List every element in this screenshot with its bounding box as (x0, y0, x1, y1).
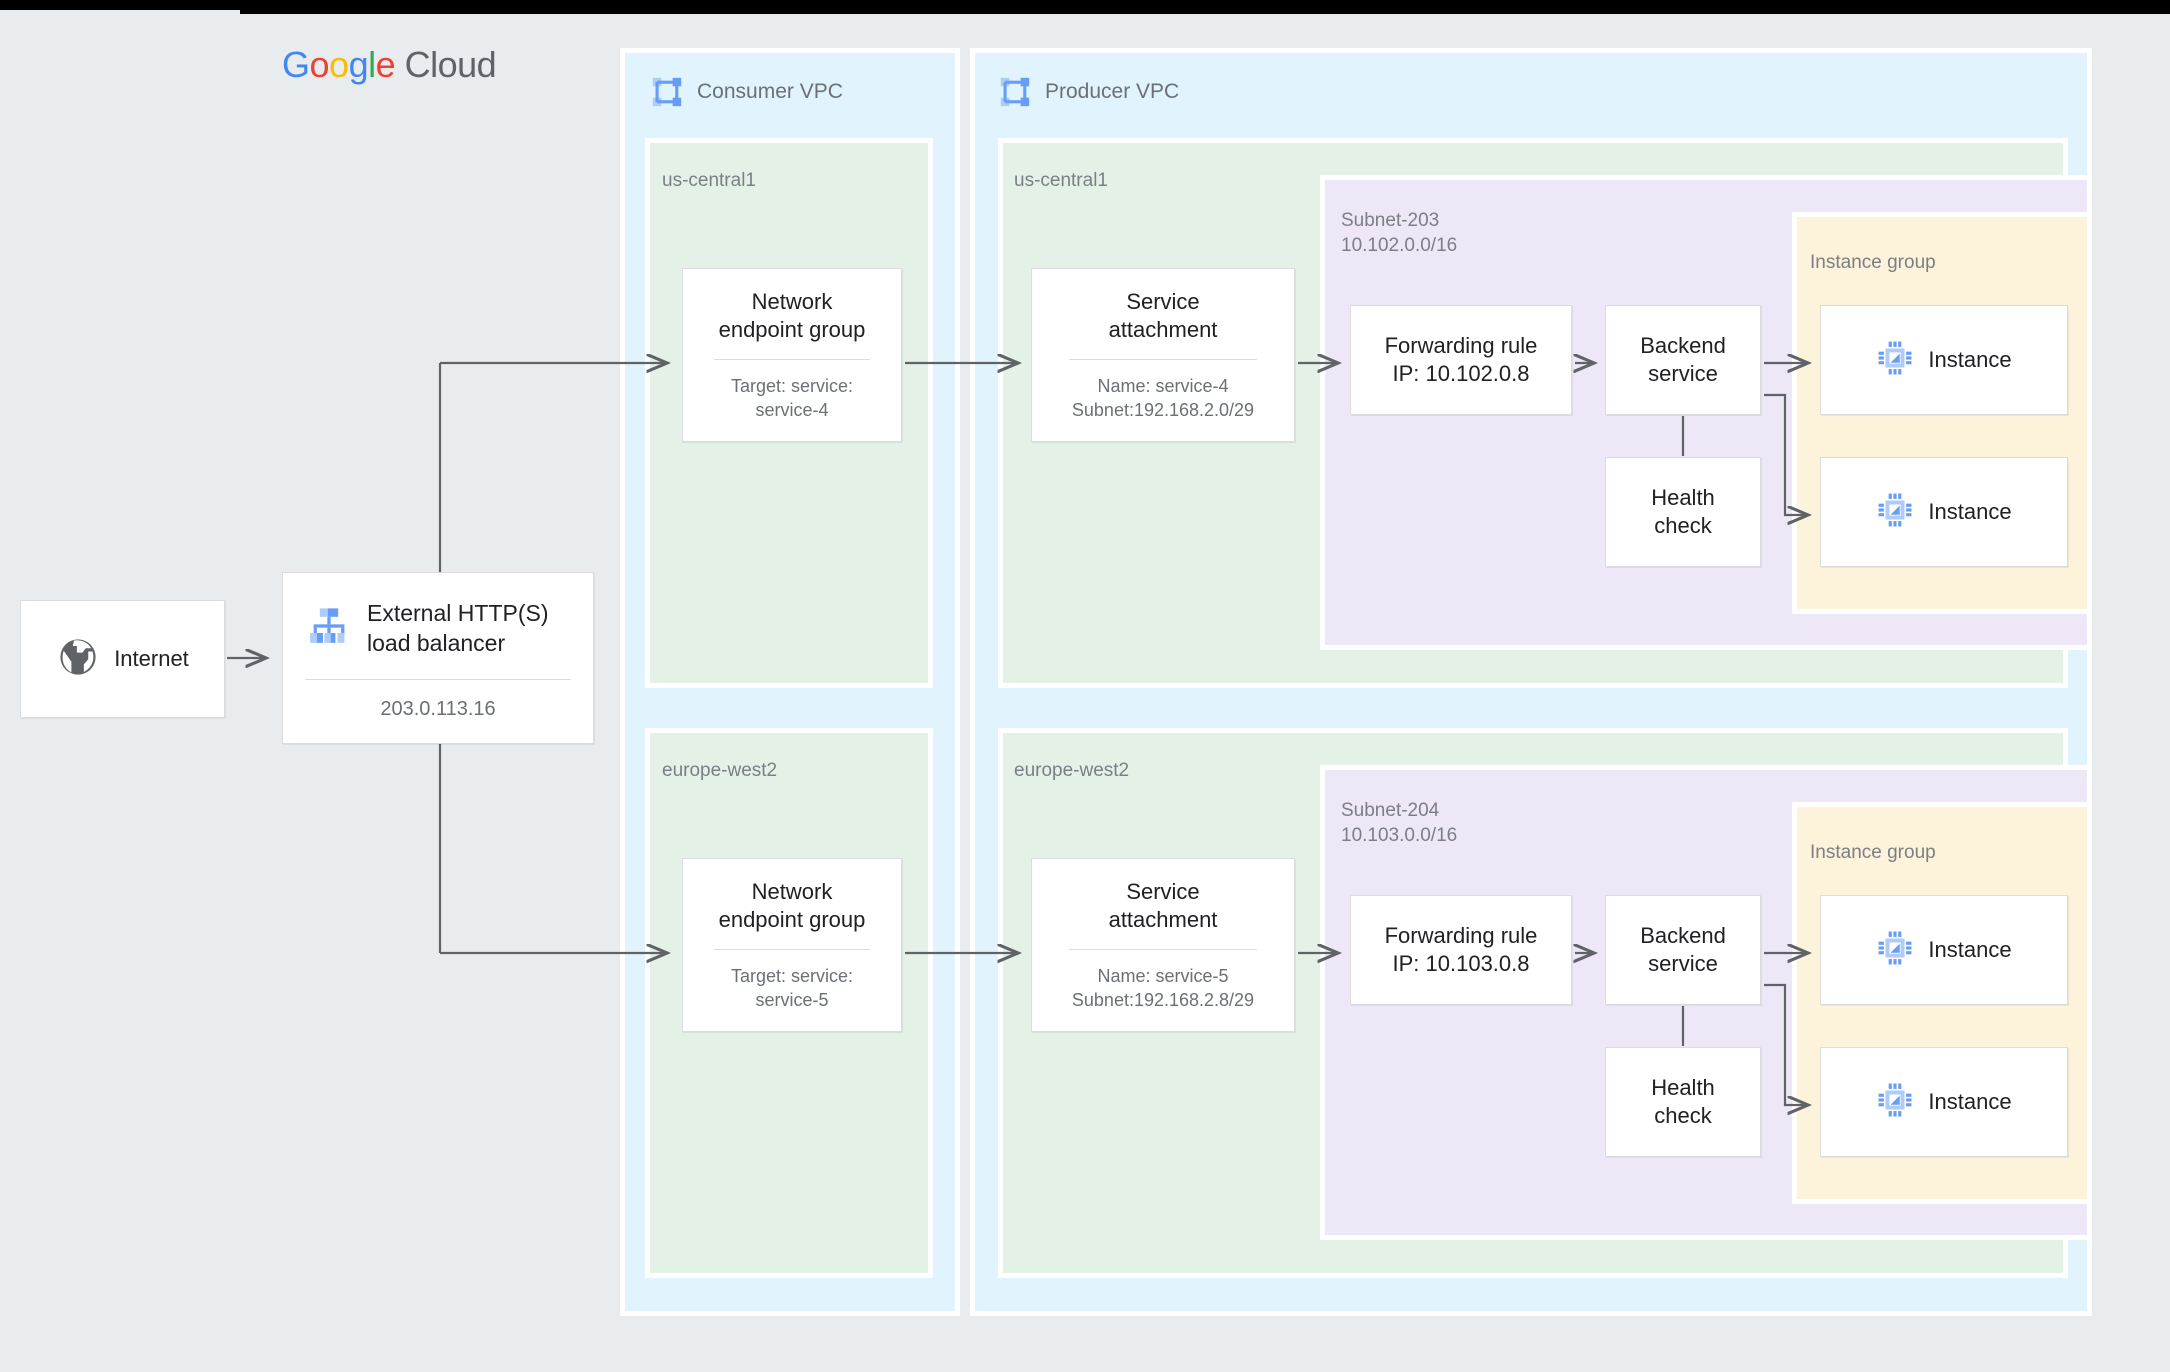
neg-title-europe-west2: Network endpoint group (718, 879, 866, 933)
service-attachment-subtitle-europe-west2: Name: service-5 Subnet:192.168.2.8/29 (1071, 965, 1255, 1010)
backend-service-title-europe-west2: Backend service (1640, 922, 1726, 976)
internet-label: Internet (114, 646, 189, 671)
health-check-europe-west2[interactable]: Health check (1605, 1047, 1761, 1157)
neg-title-us-central1: Network endpoint group (718, 289, 866, 343)
cpu-instance-icon (1876, 339, 1914, 382)
forwarding-rule-title-us-central1: Forwarding rule IP: 10.102.0.8 (1384, 332, 1538, 386)
vpc-icon (650, 75, 684, 114)
neg-subtitle-europe-west2: Target: service: service-5 (730, 965, 854, 1010)
top-black-bar-extension (240, 0, 2170, 14)
internet-node[interactable]: Internet (20, 600, 225, 718)
backend-service-title-us-central1: Backend service (1640, 332, 1726, 386)
instance-2-us-central1[interactable]: Instance (1820, 457, 2068, 567)
backend-service-europe-west2[interactable]: Backend service (1605, 895, 1761, 1005)
forwarding-rule-europe-west2[interactable]: Forwarding rule IP: 10.103.0.8 (1350, 895, 1572, 1005)
service-attachment-us-central1[interactable]: Service attachment Name: service-4 Subne… (1031, 268, 1295, 442)
health-check-title-europe-west2: Health check (1651, 1074, 1715, 1128)
instance-2-label-europe-west2: Instance (1928, 1089, 2012, 1114)
consumer-region-us-central1-label: us-central1 (662, 170, 756, 191)
cpu-instance-icon (1876, 929, 1914, 972)
network-endpoint-group-europe-west2[interactable]: Network endpoint group Target: service: … (682, 858, 902, 1032)
producer-region-europe-west2-label: europe-west2 (1014, 760, 1130, 781)
instance-2-label-us-central1: Instance (1928, 499, 2012, 524)
service-attachment-europe-west2[interactable]: Service attachment Name: service-5 Subne… (1031, 858, 1295, 1032)
health-check-title-us-central1: Health check (1651, 484, 1715, 538)
subnet-203-label: Subnet-203 10.102.0.0/16 (1341, 210, 1458, 257)
logo-word-cloud: Cloud (395, 44, 497, 85)
service-attachment-subtitle-us-central1: Name: service-4 Subnet:192.168.2.0/29 (1071, 375, 1255, 420)
producer-vpc-title: Producer VPC (1045, 80, 1180, 103)
network-endpoint-group-us-central1[interactable]: Network endpoint group Target: service: … (682, 268, 902, 442)
google-cloud-logo: Google Cloud (282, 44, 497, 86)
logo-letter-g: G (282, 44, 310, 85)
load-balancer-divider (304, 678, 572, 680)
forwarding-rule-us-central1[interactable]: Forwarding rule IP: 10.102.0.8 (1350, 305, 1572, 415)
forwarding-rule-title-europe-west2: Forwarding rule IP: 10.103.0.8 (1384, 922, 1538, 976)
load-balancer-icon (307, 604, 351, 653)
instance-2-europe-west2[interactable]: Instance (1820, 1047, 2068, 1157)
service-attachment-divider-us-central1 (1068, 358, 1258, 360)
subnet-204-label: Subnet-204 10.103.0.0/16 (1341, 800, 1458, 847)
cpu-instance-icon (1876, 1081, 1914, 1124)
instance-1-label-europe-west2: Instance (1928, 937, 2012, 962)
instance-1-us-central1[interactable]: Instance (1820, 305, 2068, 415)
neg-divider-us-central1 (713, 358, 871, 360)
globe-icon (56, 635, 100, 684)
logo-letter-g2: g (348, 44, 369, 85)
instance-1-europe-west2[interactable]: Instance (1820, 895, 2068, 1005)
service-attachment-title-europe-west2: Service attachment (1108, 879, 1218, 933)
external-http-load-balancer-node[interactable]: External HTTP(S) load balancer 203.0.113… (282, 572, 594, 744)
load-balancer-ip: 203.0.113.16 (380, 697, 496, 720)
neg-subtitle-us-central1: Target: service: service-4 (730, 375, 854, 420)
neg-divider-europe-west2 (713, 948, 871, 950)
service-attachment-title-us-central1: Service attachment (1108, 289, 1218, 343)
consumer-region-europe-west2-label: europe-west2 (662, 760, 778, 781)
vpc-icon (998, 75, 1032, 114)
instance-group-label-us-central1: Instance group (1810, 252, 1936, 273)
logo-letter-o2: o (329, 44, 349, 85)
consumer-vpc-title: Consumer VPC (697, 80, 843, 103)
logo-letter-e: e (375, 44, 396, 85)
logo-letter-o1: o (309, 44, 330, 85)
service-attachment-divider-europe-west2 (1068, 948, 1258, 950)
load-balancer-title: External HTTP(S) load balancer (367, 600, 549, 656)
cpu-instance-icon (1876, 491, 1914, 534)
instance-group-label-europe-west2: Instance group (1810, 842, 1936, 863)
health-check-us-central1[interactable]: Health check (1605, 457, 1761, 567)
instance-1-label-us-central1: Instance (1928, 347, 2012, 372)
producer-region-us-central1-label: us-central1 (1014, 170, 1108, 191)
backend-service-us-central1[interactable]: Backend service (1605, 305, 1761, 415)
logo-letter-l: l (368, 44, 376, 85)
